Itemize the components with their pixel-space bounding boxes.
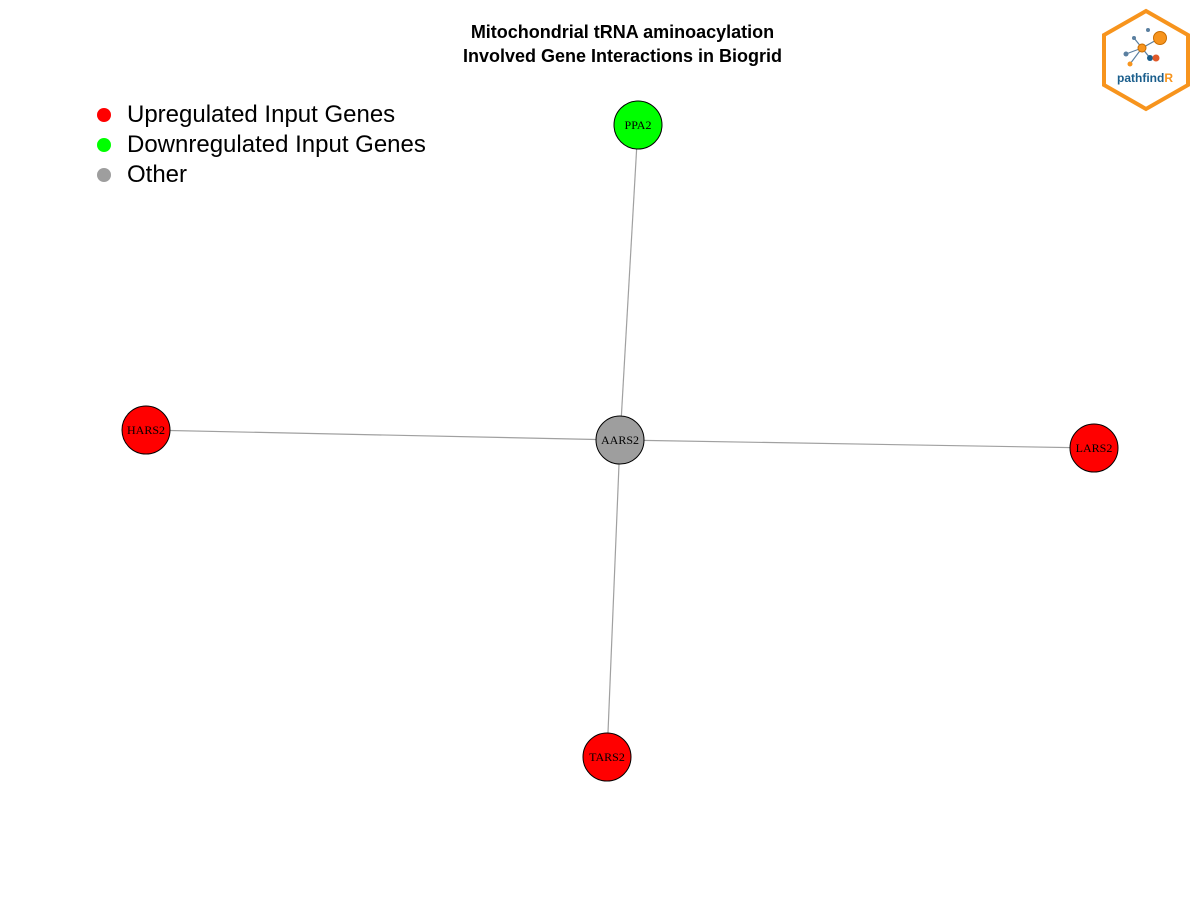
pathfindr-logo: pathfindR (1102, 8, 1190, 112)
node-aars2: AARS2 (595, 415, 645, 465)
node-lars2: LARS2 (1069, 423, 1119, 473)
node-circle-tars2 (582, 732, 632, 782)
logo-text: pathfindR (1117, 71, 1173, 85)
legend-label-other: Other (127, 161, 188, 188)
node-tars2: TARS2 (582, 732, 632, 782)
node-hars2: HARS2 (121, 405, 171, 455)
node-circle-lars2 (1069, 423, 1119, 473)
downregulated-dot-icon (97, 138, 111, 152)
node-circle-hars2 (121, 405, 171, 455)
legend-item-other: Other (97, 160, 426, 190)
edge-aars2-hars2 (145, 429, 621, 441)
node-label-ppa2: PPA2 (625, 118, 652, 132)
other-dot-icon (97, 168, 111, 182)
upregulated-dot-icon (97, 108, 111, 122)
legend-item-upregulated: Upregulated Input Genes (97, 100, 426, 130)
node-label-tars2: TARS2 (589, 750, 625, 764)
edges-layer (145, 124, 1095, 758)
node-label-hars2: HARS2 (127, 423, 165, 437)
node-circle-aars2 (595, 415, 645, 465)
legend-label-downregulated: Downregulated Input Genes (127, 131, 426, 158)
chart-title: Mitochondrial tRNA aminoacylation Involv… (0, 20, 1200, 68)
legend-item-downregulated: Downregulated Input Genes (97, 130, 426, 160)
node-label-lars2: LARS2 (1076, 441, 1113, 455)
edge-aars2-lars2 (619, 439, 1095, 449)
edge-aars2-ppa2 (619, 124, 639, 441)
node-circle-ppa2 (613, 100, 663, 150)
legend: Upregulated Input Genes Downregulated In… (97, 100, 426, 190)
legend-label-upregulated: Upregulated Input Genes (127, 101, 396, 128)
title-line-1: Mitochondrial tRNA aminoacylation (470, 22, 775, 42)
title-line-2: Involved Gene Interactions in Biogrid (462, 46, 783, 66)
node-label-aars2: AARS2 (601, 433, 639, 447)
node-ppa2: PPA2 (613, 100, 663, 150)
edge-aars2-tars2 (606, 439, 621, 758)
